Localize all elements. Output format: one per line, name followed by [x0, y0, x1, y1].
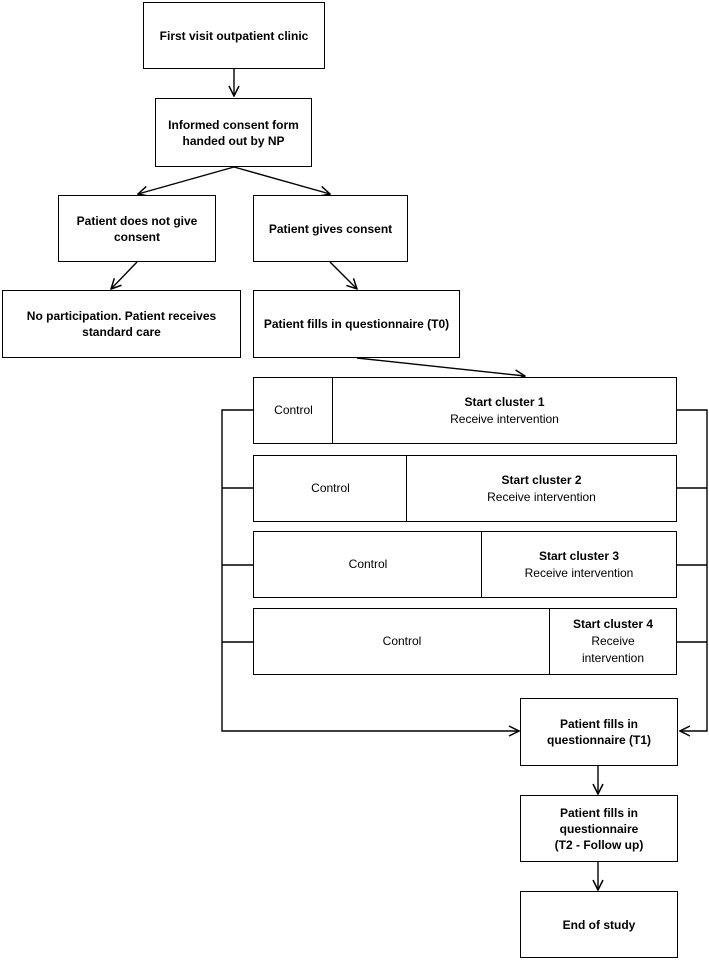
no-consent-label-line1: Patient does not give: [76, 213, 198, 228]
cluster-1-band: Control Start cluster 1 Receive interven…: [253, 377, 677, 444]
arrow-t0-to-cluster-bands: [356, 357, 525, 376]
cluster-4-band: Control Start cluster 4 Receive interven…: [253, 608, 677, 675]
gives-consent-box: Patient gives consent: [253, 195, 408, 262]
arrow-consent-form-to-gives-consent: [233, 166, 330, 194]
questionnaire-t1-box: Patient fills in questionnaire (T1): [520, 698, 678, 766]
no-participation-label-line2: standard care: [82, 325, 161, 339]
questionnaire-t0-label: Patient fills in questionnaire (T0): [263, 317, 450, 331]
cluster-1-control-label: Control: [274, 403, 313, 417]
questionnaire-t1-label-line2: questionnaire (T1): [546, 733, 651, 747]
cluster-4-control-cell: Control: [254, 609, 550, 674]
cluster-2-control-label: Control: [311, 481, 350, 495]
consent-form-label-line2: handed out by NP: [182, 133, 285, 148]
consent-form-box: Informed consent form handed out by NP: [155, 98, 312, 167]
questionnaire-t2-box: Patient fills in questionnaire (T2 - Fol…: [520, 795, 678, 862]
cluster-4-intervention-label-line2: intervention: [581, 651, 645, 665]
first-visit-box: First visit outpatient clinic: [143, 2, 325, 69]
consent-form-label-line1: Informed consent form: [168, 117, 299, 132]
cluster-4-intervention-label-line1: Receive: [591, 634, 635, 648]
end-of-study-box: End of study: [520, 891, 678, 958]
gives-consent-label: Patient gives consent: [268, 221, 393, 236]
cluster-2-control-cell: Control: [254, 456, 407, 521]
arrow-gives-consent-to-questionnaire-t0: [329, 261, 357, 289]
cluster-3-band: Control Start cluster 3 Receive interven…: [253, 531, 677, 598]
left-collector-line: [221, 409, 519, 731]
arrow-no-consent-to-no-participation: [111, 261, 138, 289]
questionnaire-t2-label-line1: Patient fills in: [559, 805, 638, 820]
questionnaire-t2-label-line3: (T2 - Follow up): [554, 837, 644, 852]
cluster-1-start-label: Start cluster 1: [464, 394, 545, 409]
cluster-2-intervention-cell: Start cluster 2 Receive intervention: [406, 456, 676, 521]
questionnaire-t2-label-line2: questionnaire: [559, 821, 639, 836]
questionnaire-t1-label-line1: Patient fills in: [559, 717, 638, 731]
no-participation-box: No participation. Patient receives stand…: [2, 290, 241, 358]
end-of-study-label: End of study: [562, 917, 636, 932]
first-visit-label: First visit outpatient clinic: [159, 28, 309, 43]
cluster-1-intervention-label: Receive intervention: [450, 411, 559, 426]
cluster-2-band: Control Start cluster 2 Receive interven…: [253, 455, 677, 522]
no-consent-label-line2: consent: [113, 229, 160, 244]
right-collector-line: [677, 409, 708, 731]
arrow-consent-form-to-no-consent: [138, 166, 235, 194]
cluster-3-control-cell: Control: [254, 532, 482, 597]
cluster-4-intervention-cell: Start cluster 4 Receive intervention: [549, 609, 676, 674]
cluster-2-start-label: Start cluster 2: [501, 472, 582, 487]
cluster-3-start-label: Start cluster 3: [538, 548, 620, 563]
cluster-3-intervention-cell: Start cluster 3 Receive intervention: [481, 532, 676, 597]
cluster-1-control-cell: Control: [254, 378, 333, 443]
no-consent-box: Patient does not give consent: [58, 195, 216, 262]
no-participation-label-line1: No participation. Patient receives: [26, 309, 217, 323]
cluster-4-start-label: Start cluster 4: [572, 617, 654, 631]
questionnaire-t0-box: Patient fills in questionnaire (T0): [253, 290, 460, 358]
cluster-3-control-label: Control: [348, 557, 388, 571]
cluster-1-intervention-cell: Start cluster 1 Receive intervention: [332, 378, 676, 443]
cluster-2-intervention-label: Receive intervention: [487, 489, 596, 504]
cluster-3-intervention-label: Receive intervention: [524, 565, 634, 580]
cluster-4-control-label: Control: [382, 634, 422, 648]
